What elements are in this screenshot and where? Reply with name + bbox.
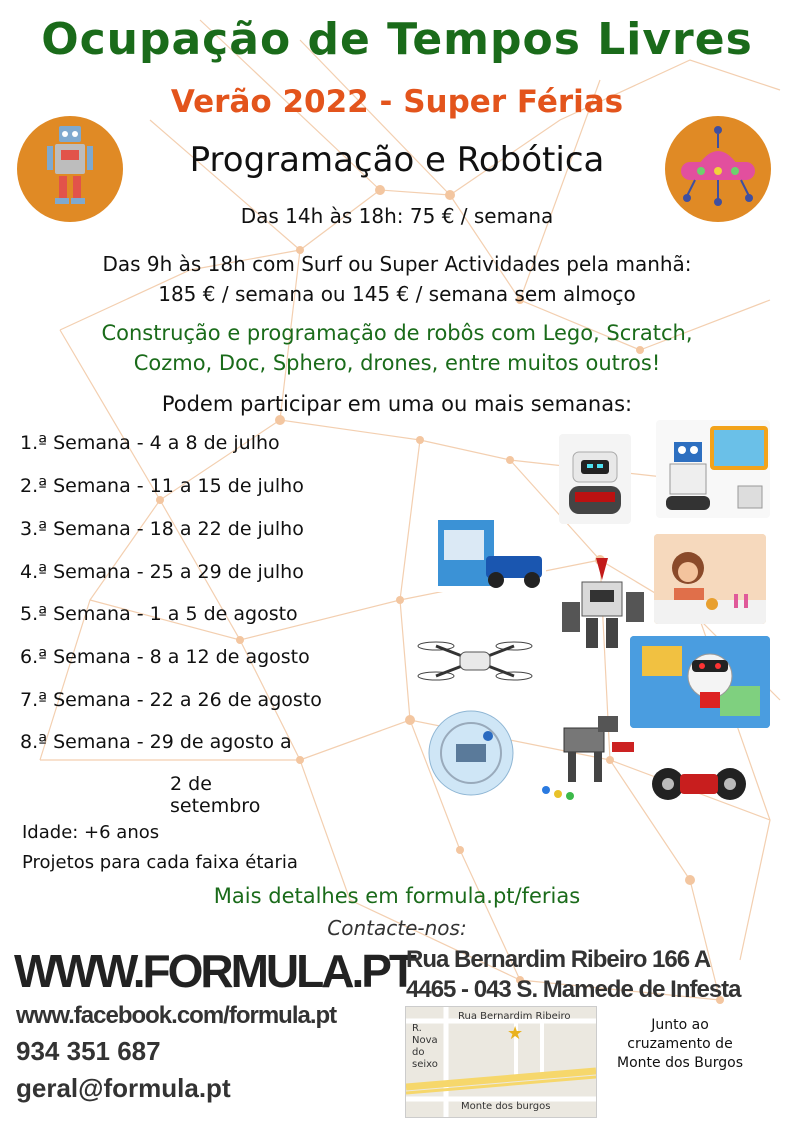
subtitle: Verão 2022 - Super Férias bbox=[170, 84, 624, 120]
doc-robot-image bbox=[630, 636, 770, 728]
phone-number[interactable]: 934 351 687 bbox=[16, 1036, 161, 1066]
lego-animal-robot-image bbox=[528, 708, 646, 804]
participate-text: Podem participar em uma ou mais semanas: bbox=[161, 392, 633, 416]
location-map[interactable]: Rua Bernardim Ribeiro R. Nova do seixo M… bbox=[405, 1006, 597, 1118]
address-line1: Rua Bernardim Ribeiro 166 A bbox=[406, 946, 711, 973]
week-item: 5.ª Semana - 1 a 5 de agosto bbox=[20, 603, 298, 625]
girl-robot-image bbox=[654, 534, 766, 624]
address-line2: 4465 - 043 S. Mamede de Infesta bbox=[406, 976, 742, 1003]
map-street-label: Rua Bernardim Ribeiro bbox=[458, 1011, 571, 1022]
week-item: 8.ª Semana - 29 de agosto a bbox=[20, 731, 292, 753]
ufo-icon bbox=[681, 126, 755, 206]
cozmo-robot-image bbox=[559, 434, 631, 524]
email-link[interactable]: geral@formula.pt bbox=[16, 1073, 231, 1103]
week-item: 2.ª Semana - 11 a 15 de julho bbox=[20, 475, 304, 497]
sphero-image bbox=[424, 706, 518, 800]
description: Construção e programação de robôs com Le… bbox=[0, 318, 794, 378]
map-street-label: Monte dos burgos bbox=[461, 1101, 551, 1112]
age-text: Idade: +6 anos bbox=[22, 822, 160, 843]
jumping-drone-image bbox=[652, 756, 746, 812]
drone-image bbox=[414, 632, 536, 688]
age-info: Idade: +6 anos Projetos para cada faixa … bbox=[22, 818, 298, 878]
program-title: Programação e Robótica bbox=[189, 140, 605, 180]
details-link[interactable]: Mais detalhes em formula.pt/ferias bbox=[213, 884, 581, 908]
robot-badge bbox=[17, 116, 123, 222]
junction-note: Junto ao cruzamento de Monte dos Burgos bbox=[617, 1017, 743, 1071]
description-line2: Cozmo, Doc, Sphero, drones, entre muitos… bbox=[133, 351, 661, 375]
week-item-continuation: 2 de setembro bbox=[170, 773, 261, 817]
page-title: Ocupação de Tempos Livres bbox=[41, 14, 753, 65]
price-full-line1: Das 9h às 18h com Surf ou Super Activida… bbox=[102, 252, 692, 276]
price-full-day: Das 9h às 18h com Surf ou Super Activida… bbox=[0, 249, 794, 309]
lego-mindstorms-image bbox=[548, 552, 658, 658]
week-item: 1.ª Semana - 4 a 8 de julho bbox=[20, 432, 280, 454]
projects-text: Projetos para cada faixa étaria bbox=[22, 852, 298, 873]
price-full-line2: 185 € / semana ou 145 € / semana sem alm… bbox=[158, 282, 636, 306]
facebook-link[interactable]: www.facebook.com/formula.pt bbox=[16, 1002, 337, 1029]
mbot-box-image bbox=[434, 516, 546, 592]
week-item: 3.ª Semana - 18 a 22 de julho bbox=[20, 518, 304, 540]
map-pin-icon: ★ bbox=[507, 1023, 524, 1044]
ufo-badge bbox=[665, 116, 771, 222]
week-item: 4.ª Semana - 25 a 29 de julho bbox=[20, 561, 304, 583]
description-line1: Construção e programação de robôs com Le… bbox=[101, 321, 693, 345]
price-afternoon: Das 14h às 18h: 75 € / semana bbox=[240, 204, 554, 228]
contact-title: Contacte-nos: bbox=[327, 916, 467, 940]
lego-boost-image bbox=[656, 420, 770, 518]
week-item: 7.ª Semana - 22 a 26 de agosto bbox=[20, 689, 322, 711]
map-street-label: R. Nova do seixo bbox=[412, 1023, 438, 1070]
robot-icon bbox=[47, 126, 93, 204]
map-roads bbox=[406, 1007, 596, 1117]
website-link[interactable]: WWW.FORMULA.PT bbox=[14, 945, 417, 997]
week-item: 6.ª Semana - 8 a 12 de agosto bbox=[20, 646, 310, 668]
